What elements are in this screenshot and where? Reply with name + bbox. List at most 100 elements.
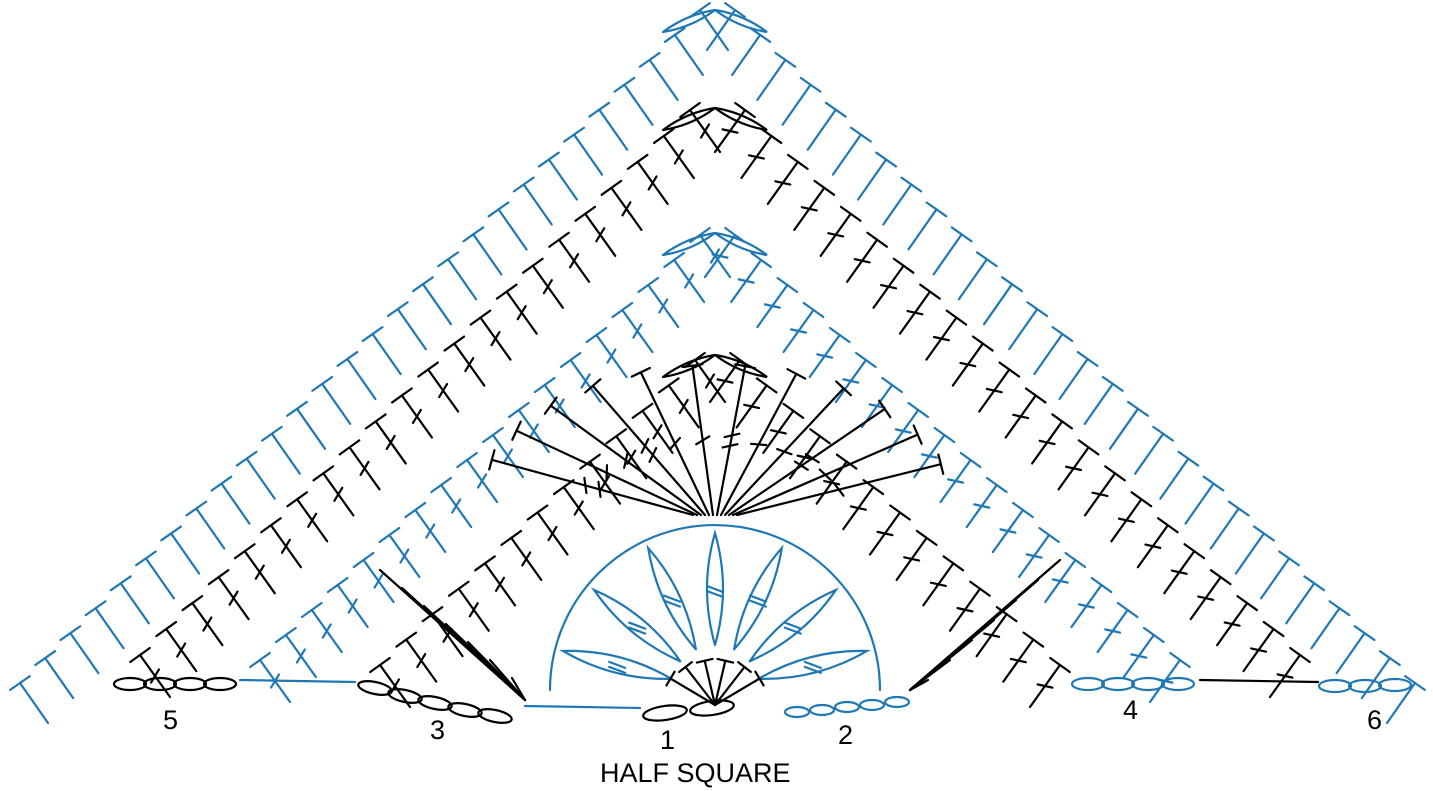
stitch-top-bar (970, 582, 990, 596)
stitch-slash (751, 444, 766, 445)
stitch-top-bar (183, 596, 203, 610)
stitch-top-bar (787, 369, 805, 378)
stitch-top-bar (445, 337, 465, 351)
stitch-top-bar (1024, 633, 1044, 647)
stitch-post (729, 409, 885, 515)
stitch-post (883, 184, 911, 224)
chain-stitch (642, 703, 688, 723)
chain-stitch (174, 678, 206, 690)
stitch-top-bar (927, 203, 947, 217)
stitch-top-bar (633, 404, 653, 418)
stitch-top-bar (1118, 603, 1138, 617)
stitch-post (1311, 608, 1339, 648)
stitch-top-bar (804, 303, 824, 317)
stitch-top-bar (314, 466, 334, 480)
stitch-post (650, 60, 678, 100)
stitch-top-bar (1254, 527, 1274, 541)
stitch-top-bar (471, 311, 491, 325)
stitch-top-bar (535, 378, 555, 392)
stitch-post (984, 284, 1012, 324)
stitch-top-bar (366, 414, 386, 428)
stitch-top-bar (10, 676, 30, 690)
stitch-top-bar (851, 128, 871, 142)
chain-stitch (1162, 678, 1194, 690)
stitch-top-bar (380, 528, 400, 542)
stitch-post (574, 135, 602, 175)
stitch-top-bar (810, 429, 830, 443)
stitch-top-bar (86, 601, 106, 615)
stitch-post (272, 434, 300, 474)
stitch-post (240, 680, 355, 682)
row-label-4: 4 (1123, 697, 1138, 724)
stitch-top-bar (602, 181, 622, 195)
stitch-post (221, 484, 249, 524)
stitch-top-bar (363, 327, 383, 341)
stitch-post (524, 184, 552, 224)
stitch-top-bar (262, 427, 282, 441)
stitch-top-bar (514, 178, 534, 192)
stitch-top-bar (509, 403, 529, 417)
stitch-top-bar (589, 103, 609, 117)
stitch-post (858, 160, 886, 200)
stitch-post (1211, 509, 1239, 549)
stitch-top-bar (679, 662, 692, 672)
stitch-top-bar (111, 576, 131, 590)
chain-stitch (885, 697, 909, 707)
stitch-top-bar (287, 402, 307, 416)
stitch-top-bar (762, 129, 782, 143)
stitch-post (171, 533, 199, 573)
stitch-top-bar (1279, 551, 1299, 565)
chain-stitch (477, 707, 513, 726)
chain-space-loop (715, 108, 767, 130)
stitch-top-bar (392, 389, 412, 403)
stitch-top-bar (1039, 528, 1059, 542)
stitch-top-bar (539, 153, 559, 167)
stitch-top-bar (894, 259, 914, 273)
stitch-top-bar (161, 527, 181, 541)
stitch-top-bar (947, 311, 967, 325)
stitch-post (757, 60, 785, 100)
stitch-top-bar (1170, 653, 1190, 667)
stitch-top-bar (136, 551, 156, 565)
stitch-post (717, 366, 745, 515)
stitch-post (247, 459, 275, 499)
stitch-top-bar (340, 440, 360, 454)
stitch-top-bar (776, 53, 796, 67)
stitch-post (96, 608, 124, 648)
stitch-post (347, 359, 375, 399)
stitch-post (448, 259, 476, 299)
stitch-top-bar (396, 633, 416, 647)
stitch-top-bar (856, 353, 876, 367)
stitch-post (833, 135, 861, 175)
stitch-top-bar (1053, 327, 1073, 341)
chain-stitch (689, 698, 735, 718)
stitch-top-bar (561, 353, 581, 367)
row-label-1: 1 (660, 727, 675, 754)
stitch-top-bar (801, 78, 821, 92)
petal-outline (550, 525, 880, 690)
stitch-top-bar (1002, 277, 1022, 291)
stitch-top-bar (1158, 518, 1178, 532)
stitch-top-bar (1000, 363, 1020, 377)
stitch-top-bar (457, 453, 477, 467)
stitch-post (599, 110, 627, 150)
stitch-top-bar (1079, 440, 1099, 454)
stitch-post (959, 259, 987, 299)
stitch-post (423, 284, 451, 324)
stitch-top-bar (1027, 302, 1047, 316)
stitch-top-bar (908, 403, 928, 417)
stitch-top-bar (431, 478, 451, 492)
stitch-top-bar (528, 506, 548, 520)
stitch-top-bar (354, 553, 374, 567)
stitch-post (398, 309, 426, 349)
row-label-5: 5 (163, 707, 178, 734)
stitch-post (499, 209, 527, 249)
stitch-post (1261, 558, 1289, 598)
stitch-top-bar (1179, 452, 1199, 466)
stitch-post (1110, 409, 1138, 449)
stitch-post (1236, 533, 1264, 573)
stitch-top-bar (250, 653, 270, 667)
stitch-top-bar (1304, 576, 1324, 590)
chain-stitch (1349, 680, 1381, 692)
stitch-slash (777, 449, 791, 454)
